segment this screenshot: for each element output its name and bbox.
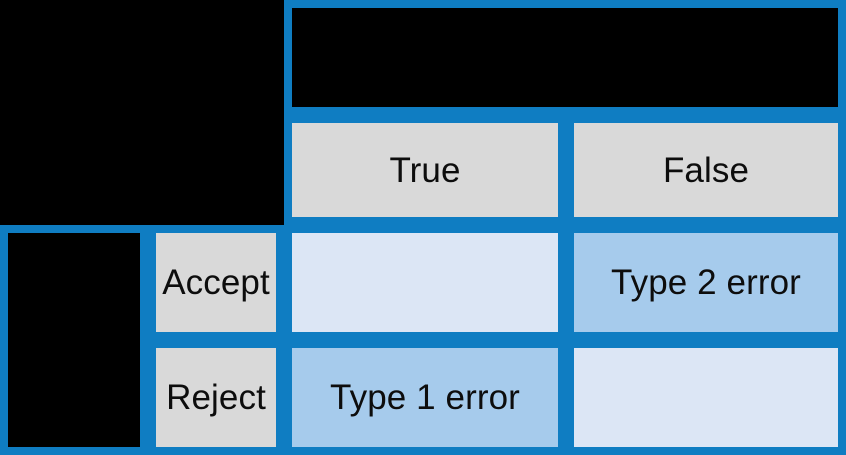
row-header-reject: Reject — [148, 340, 284, 455]
column-header-group-banner — [284, 0, 846, 115]
cell-reject-true-type-1-error: Type 1 error — [284, 340, 566, 455]
corner-blank-area — [0, 0, 284, 225]
cell-accept-true — [284, 225, 566, 340]
cell-reject-false — [566, 340, 846, 455]
cell-accept-false-type-2-error: Type 2 error — [566, 225, 846, 340]
column-header-false: False — [566, 115, 846, 225]
row-header-accept: Accept — [148, 225, 284, 340]
column-header-true: True — [284, 115, 566, 225]
row-header-group-stub — [0, 225, 148, 455]
